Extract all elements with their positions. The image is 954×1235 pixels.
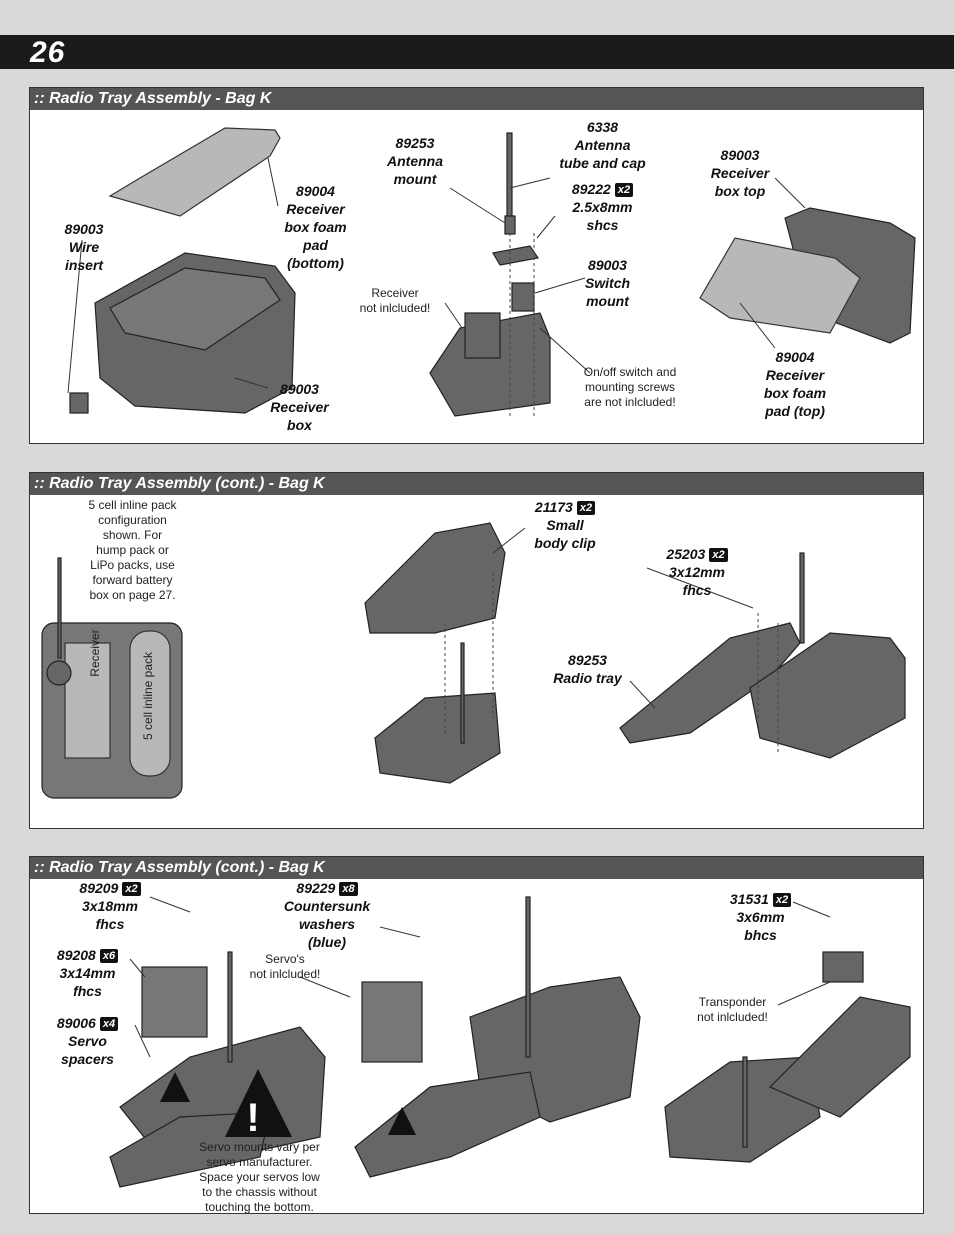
receiver-box-top-exploded (364, 522, 506, 634)
warning-triangle-icon (160, 1072, 190, 1102)
receiver-unit (464, 312, 501, 359)
antenna-tube (506, 132, 513, 224)
servo-tray-right (768, 996, 911, 1118)
section-title: :: Radio Tray Assembly (cont.) - Bag K (30, 473, 923, 495)
section-radio-tray-2: :: Radio Tray Assembly (cont.) - Bag K 5… (29, 472, 924, 829)
antenna-right (742, 1056, 748, 1148)
assembly-diagram-3: ! (109, 896, 911, 1188)
battery-pack-top-view (129, 630, 171, 777)
wire-insert (69, 392, 89, 414)
radio-tray-plate (619, 622, 801, 744)
antenna-left (227, 951, 233, 1063)
chassis-middle (354, 1071, 541, 1178)
antenna-assembled (799, 552, 805, 644)
assembly-diagram-1 (67, 127, 916, 418)
warning-triangle-icon (388, 1107, 416, 1135)
antenna-exploded (460, 642, 465, 744)
receiver-box-inner (109, 267, 281, 351)
note-switch-not-included: On/off switch and mounting screws are no… (583, 365, 677, 409)
radio-tray-receiver-box (429, 312, 551, 417)
switch-mount (511, 282, 535, 312)
foam-pad-top (699, 237, 861, 334)
transponder (822, 951, 864, 983)
servo-middle (361, 981, 423, 1063)
page-header-bar (0, 35, 954, 69)
antenna-mount (492, 245, 540, 266)
svg-text:!: ! (246, 1096, 259, 1140)
note-receiver-not-included: Receiver not inlcluded! (359, 286, 431, 315)
antenna-top-view (57, 557, 62, 659)
receiver-top-view (64, 642, 111, 759)
note-servos-not-included: Servo's not inlcluded! (249, 952, 321, 981)
section-title: :: Radio Tray Assembly (cont.) - Bag K (30, 857, 923, 879)
receiver-box-assembled (749, 632, 906, 759)
battery-image-label: 5 cell inline pack (141, 651, 155, 741)
warning-triangle-icon (225, 1069, 292, 1137)
servo-left (141, 966, 208, 1038)
receiver-image-label: Receiver (88, 629, 102, 677)
note-transponder-not-included: Transponder not inlcluded! (697, 995, 768, 1024)
note-battery-configuration: 5 cell inline pack configuration shown. … (88, 498, 177, 602)
note-servo-mounts: Servo mounts vary per servo manufacturer… (199, 1140, 320, 1214)
section-radio-tray-3: :: Radio Tray Assembly (cont.) - Bag K !… (29, 856, 924, 1214)
antenna-mount-post (504, 215, 516, 235)
foam-pad-bottom (108, 127, 281, 217)
section-title: :: Radio Tray Assembly - Bag K (30, 88, 923, 110)
assembly-diagram-2 (41, 522, 906, 799)
receiver-box-exploded (374, 692, 501, 784)
page-number: 26 (30, 36, 66, 69)
antenna-middle (525, 896, 531, 1058)
